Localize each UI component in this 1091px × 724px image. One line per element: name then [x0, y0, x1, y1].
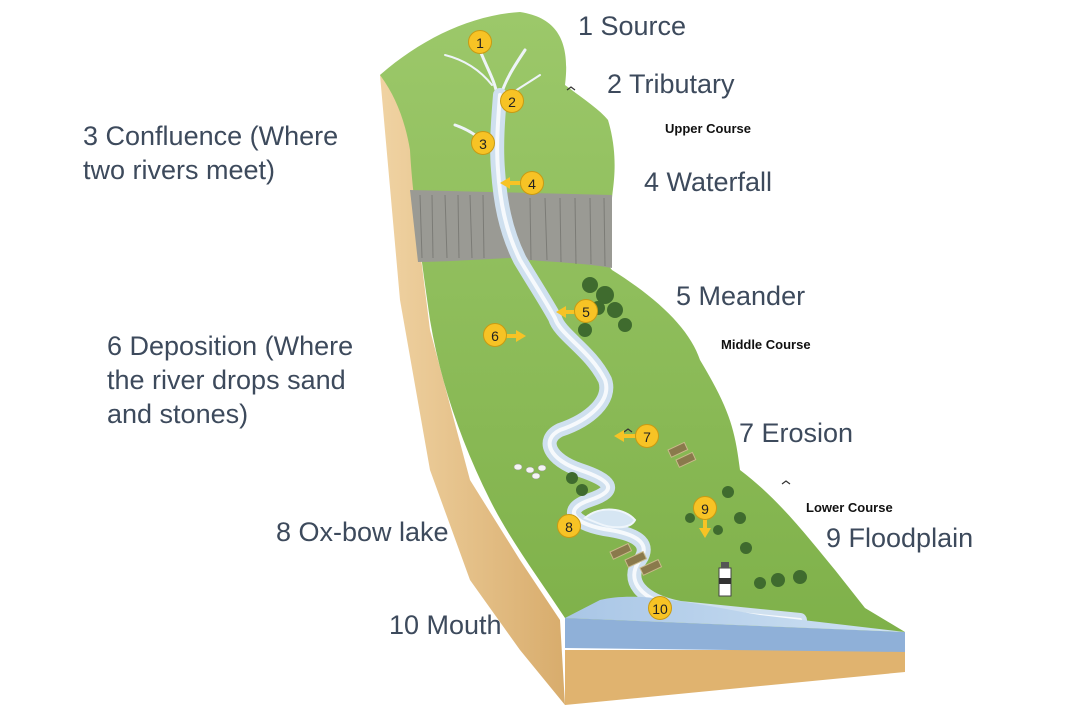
grass-surface	[380, 12, 905, 632]
course-upper: Upper Course	[665, 121, 751, 136]
marker-7: 7	[635, 424, 659, 448]
label-floodplain: 9 Floodplain	[826, 523, 974, 553]
sea-front	[565, 618, 905, 652]
label-oxbow-lake: 8 Ox-bow lake	[276, 517, 449, 547]
marker-5: 5	[574, 299, 598, 323]
label-erosion: 7 Erosion	[739, 418, 854, 448]
marker-1: 1	[468, 30, 492, 54]
fields	[609, 441, 697, 576]
trees	[566, 277, 807, 589]
marker-3: 3	[471, 131, 495, 155]
label-deposition-line1: 6 Deposition (Where	[107, 331, 354, 361]
label-deposition-line2: the river drops sand	[107, 365, 346, 395]
course-lower: Lower Course	[806, 500, 893, 515]
sheep	[513, 463, 547, 480]
marker-9: 9	[693, 496, 717, 520]
cliff-texture	[419, 194, 606, 267]
label-confluence-line2: two rivers meet)	[83, 155, 276, 185]
birds	[566, 86, 791, 485]
oxbow-lake	[583, 508, 637, 529]
label-meander: 5 Meander	[676, 281, 806, 311]
marker-8: 8	[557, 514, 581, 538]
label-waterfall: 4 Waterfall	[644, 167, 773, 197]
label-deposition-line3: and stones)	[107, 399, 249, 429]
soil-front-base	[565, 650, 905, 705]
marker-10: 10	[648, 596, 672, 620]
label-confluence-line1: 3 Confluence (Where	[83, 121, 339, 151]
label-tributary: 2 Tributary	[607, 69, 735, 99]
pointer-arrows	[500, 177, 711, 538]
label-source: 1 Source	[578, 11, 687, 41]
lighthouse	[718, 562, 732, 597]
marker-4: 4	[520, 171, 544, 195]
course-middle: Middle Course	[721, 337, 811, 352]
marker-6: 6	[483, 323, 507, 347]
label-mouth: 10 Mouth	[389, 610, 502, 640]
soil-side-wall	[380, 60, 565, 705]
marker-2: 2	[500, 89, 524, 113]
